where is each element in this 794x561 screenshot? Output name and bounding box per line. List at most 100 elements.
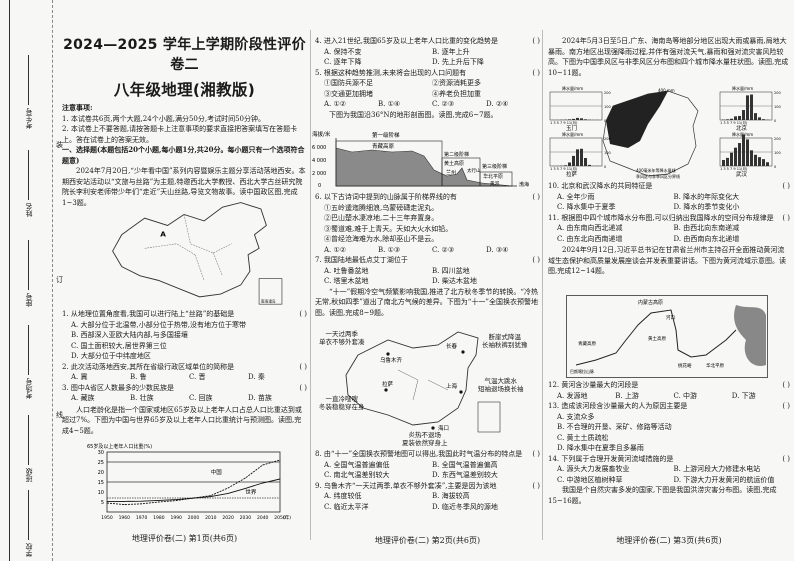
option[interactable]: A. 保持不变: [324, 47, 362, 56]
answer-bracket[interactable]: ( ): [532, 68, 540, 77]
label: 河口: [666, 314, 675, 321]
option[interactable]: B. 降水的年际变化大: [673, 192, 740, 201]
option[interactable]: B. 壮族: [130, 394, 154, 402]
option[interactable]: D. 降水集中在夏季且多暴雨: [557, 444, 644, 452]
option[interactable]: D. 大部分位于中纬度地区: [71, 352, 151, 360]
option[interactable]: A. 由东南向西北递减: [557, 224, 623, 232]
elevation-area: [335, 147, 513, 187]
field-seat[interactable]: 座号: [24, 240, 34, 307]
option[interactable]: D. 临近冬季风的源地: [432, 502, 498, 511]
option[interactable]: B. ①④: [378, 100, 401, 108]
option[interactable]: D. 下游大力开发黄河的航运价值: [673, 475, 775, 484]
option[interactable]: A. 支流众多: [557, 412, 595, 421]
option[interactable]: C. 回族: [189, 394, 213, 402]
option[interactable]: C. 中游地区植树种草: [557, 475, 623, 484]
field-exam-number[interactable]: 考生号: [24, 55, 34, 129]
rain-bar: [750, 150, 753, 166]
answer-bracket[interactable]: ( ): [532, 193, 540, 201]
option[interactable]: B. 西部深入亚欧大陆内部,与多国接壤: [71, 331, 188, 339]
option[interactable]: B. 全国气温普遍偏高: [432, 460, 498, 469]
option[interactable]: B. 上游河段大力修建水电站: [673, 465, 761, 473]
option[interactable]: ①五岭逶迤腾细浪,乌蒙磅礴走泥丸。: [324, 203, 439, 212]
field-room[interactable]: 考场号: [24, 325, 34, 399]
option[interactable]: C. 逐年下降: [324, 58, 362, 66]
option[interactable]: D. 秦: [248, 373, 265, 381]
field-class[interactable]: 班级: [24, 415, 34, 482]
answer-bracket[interactable]: ( ): [782, 454, 790, 463]
option[interactable]: C. 由东北向西南递增: [557, 234, 623, 243]
option[interactable]: ②巴山楚水凄凉地,二十三年弃置身。: [324, 214, 439, 222]
option[interactable]: ④曾经沧海难为水,除却巫山不是云。: [324, 235, 439, 243]
question: 8. 由“十一”全国换衣预警地图可以得出,我国此时气温分布的特点是( )A. 全…: [315, 449, 540, 481]
option[interactable]: D. 下游: [731, 391, 756, 400]
option[interactable]: B. 不合理的开垦、采矿、修路等活动: [557, 423, 672, 431]
option[interactable]: D. 柴达木盆地: [432, 277, 477, 285]
option[interactable]: B. 海拔较高: [432, 492, 470, 500]
option[interactable]: C. 黄土土质疏松: [557, 433, 609, 442]
answer-bracket[interactable]: ( ): [532, 37, 540, 45]
option[interactable]: C. ②③: [432, 100, 455, 108]
answer-bracket[interactable]: ( ): [532, 481, 540, 490]
option[interactable]: C. 南北气温差别较大: [324, 471, 390, 479]
option[interactable]: B. 鲁: [130, 373, 147, 381]
question-stem: 12. 黄河含沙量最大的河段是: [548, 381, 639, 389]
china-political-map: A 南海诸岛: [112, 202, 283, 305]
option[interactable]: D. 降水的季节变化小: [673, 203, 740, 211]
option[interactable]: A. 发源地: [557, 391, 588, 400]
rain-bar: [576, 117, 579, 120]
option[interactable]: ③交通更加拥堵: [324, 89, 373, 98]
answer-bracket[interactable]: ( ): [532, 256, 540, 264]
option[interactable]: B. 上游: [615, 391, 639, 400]
option[interactable]: ②资源消耗更多: [432, 79, 481, 87]
option[interactable]: A. 冀: [71, 373, 88, 381]
option[interactable]: ③蜀道难,难于上青天。天如大火水如铅。: [324, 224, 453, 233]
option[interactable]: C. 中游: [673, 391, 698, 400]
answer-bracket[interactable]: ( ): [782, 381, 790, 389]
option[interactable]: A. 大部分位于北温带,小部分位于热带,没有地方位于寒带: [71, 320, 246, 329]
city-haikou: 海口: [438, 424, 449, 432]
answer-bracket[interactable]: ( ): [782, 182, 790, 190]
option[interactable]: D. ②④: [486, 100, 509, 108]
option[interactable]: A. ①②: [324, 100, 347, 108]
option[interactable]: D. 先上升后下降: [432, 58, 484, 66]
option[interactable]: ①国防兵源不足: [324, 79, 373, 87]
field-name[interactable]: 姓名: [24, 150, 34, 217]
option[interactable]: C. 塔里木盆地: [324, 277, 369, 285]
option[interactable]: B. 四川盆地: [432, 266, 470, 275]
answer-bracket[interactable]: ( ): [782, 402, 790, 410]
option[interactable]: A. 吐鲁番盆地: [324, 266, 369, 275]
option[interactable]: D. ③④: [486, 245, 509, 254]
option[interactable]: A. 源头大力发展畜牧业: [557, 465, 630, 473]
option[interactable]: A. 全国气温普遍偏低: [324, 460, 390, 469]
x-tick-label: 2040: [257, 515, 269, 521]
option[interactable]: B. ①③: [378, 245, 401, 254]
answer-bracket[interactable]: ( ): [299, 310, 307, 318]
option[interactable]: A. 藏族: [71, 394, 95, 402]
option[interactable]: B. 逐年上升: [432, 47, 470, 56]
option[interactable]: A. 全年少雨: [557, 192, 595, 201]
option[interactable]: D. 由西南向东北递增: [673, 234, 740, 243]
option[interactable]: C. 降水集中于夏季: [557, 203, 616, 211]
option[interactable]: C. 晋: [189, 373, 206, 381]
option[interactable]: A. 纬度较低: [324, 492, 362, 500]
x-axis-label: (年): [283, 514, 291, 521]
option[interactable]: D. 苗族: [248, 394, 272, 402]
note-changchun: 断崖式降温 长袖秋裤别犹豫: [482, 333, 528, 349]
option[interactable]: C. 临近太平洋: [324, 502, 369, 511]
option[interactable]: D. 东西气温差别较大: [432, 471, 498, 479]
question: 6. 以下古诗词中提到的山脉属于阶梯界线的有( )①五岭逶迤腾细浪,乌蒙磅礴走泥…: [315, 192, 540, 245]
option[interactable]: A. ①②: [324, 245, 347, 254]
answer-bracket[interactable]: ( ): [299, 362, 307, 371]
field-school[interactable]: 学校: [24, 490, 34, 557]
option[interactable]: ④养老负担加重: [432, 89, 481, 98]
answer-bracket[interactable]: ( ): [782, 213, 790, 222]
option[interactable]: C. 国土面积较大,居世界第三位: [71, 341, 167, 350]
answer-bracket[interactable]: ( ): [299, 383, 307, 392]
option[interactable]: B. 由西北向东南递减: [673, 224, 740, 232]
x-tick-label: 1970: [136, 515, 148, 521]
question: 1. 从地理位置角度看,我国可以进行陆上“丝路”的基础是( )A. 大部分位于北…: [62, 309, 307, 362]
option[interactable]: C. ②③: [432, 245, 455, 254]
answer-bracket[interactable]: ( ): [532, 450, 540, 458]
